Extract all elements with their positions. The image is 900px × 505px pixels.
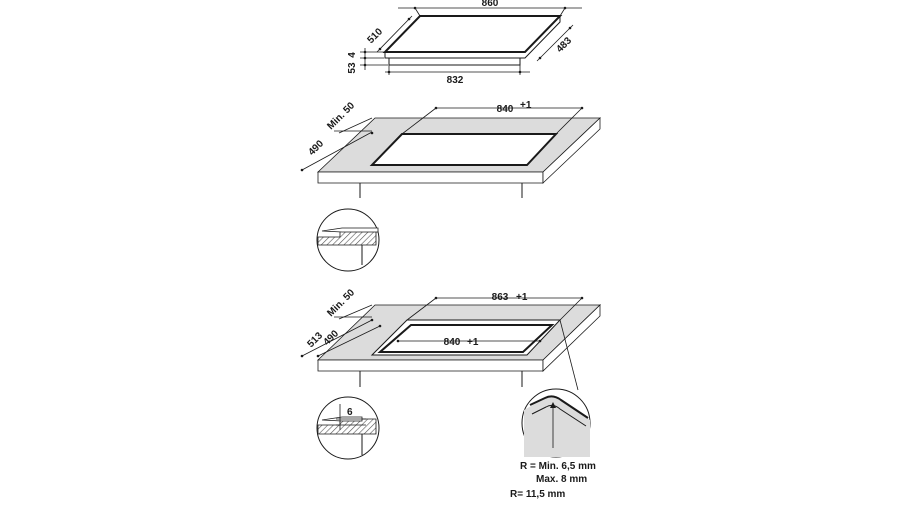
countertop-2-front [317, 359, 544, 372]
tolerance-mark-a: +1 [520, 100, 532, 111]
detail-circle-standard [316, 208, 380, 272]
dim-label-860: 860 [482, 0, 499, 9]
radius-note-3: R= 11,5 mm [510, 489, 565, 500]
dim-label-min50-b: Min. 50 [325, 287, 357, 319]
dim-label-840-b: 840 [444, 337, 461, 348]
dim-line-510 [376, 15, 413, 53]
countertop-1-front [317, 171, 544, 184]
radius-note-2: Max. 8 mm [536, 474, 587, 485]
dim-label-490-a: 490 [306, 138, 326, 158]
dim-line-483 [536, 24, 574, 62]
dim-line-513 [301, 319, 373, 357]
dim-label-832: 832 [447, 75, 464, 86]
dim-line-490-a [301, 131, 373, 171]
countertop-cutout-flush: 863 +1 840 +1 Min. 50 513 490 [300, 287, 601, 391]
dim-label-840-a: 840 [497, 104, 514, 115]
dim-label-483: 483 [554, 35, 574, 55]
corner-edge [529, 395, 589, 419]
dim-label-min50-a: Min. 50 [325, 100, 357, 132]
detail-circle-corner [521, 388, 591, 458]
svg-text:+1: +1 [516, 292, 528, 303]
dim-label-510: 510 [365, 26, 385, 46]
hob-glass-edge [384, 16, 561, 59]
dim-label-53: 53 [347, 62, 358, 74]
hob-body [388, 58, 521, 66]
countertop-cutout-standard: 840 +1 Min. 50 490 [300, 100, 602, 198]
detail-circle-flush: 6 [316, 396, 380, 460]
hob-glass-top [382, 15, 563, 53]
cutout-2 [377, 324, 555, 353]
hob-figure: 860 510 483 832 4 53 [347, 0, 582, 86]
dim-label-863: 863 [492, 292, 509, 303]
dim-label-4: 4 [347, 52, 358, 58]
cutout-1 [369, 133, 559, 166]
svg-text:+1: +1 [467, 337, 479, 348]
dim-label-6: 6 [347, 407, 353, 418]
radius-note-1: R = Min. 6,5 mm [520, 461, 596, 472]
corner-leader [559, 319, 579, 391]
dim-line-490-b [317, 325, 381, 357]
